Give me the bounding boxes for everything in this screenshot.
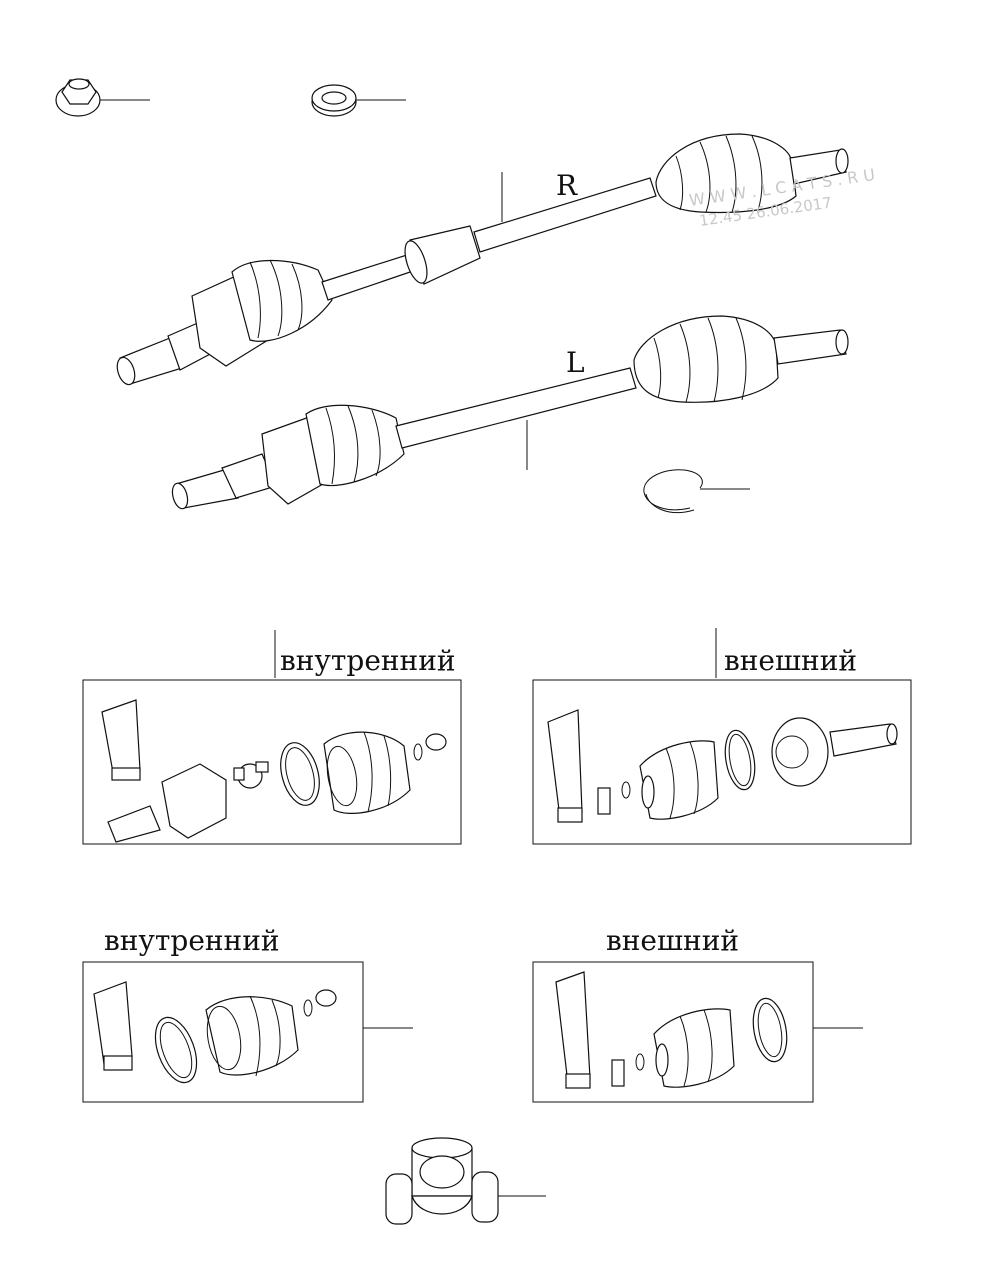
- kit-top-right-label: внешний: [724, 644, 857, 677]
- grease-tube: [101, 699, 141, 781]
- grease-tube: [547, 709, 583, 823]
- tripod-small: [233, 761, 269, 789]
- circlip: [643, 469, 750, 514]
- right-shaft-label: R: [556, 169, 578, 202]
- tripod-joint: [385, 1137, 546, 1225]
- left-drive-shaft: [171, 315, 849, 510]
- grease-tube: [93, 981, 133, 1071]
- hub-nut: [55, 78, 150, 117]
- right-drive-shaft: [116, 133, 849, 386]
- kit-bottom-left-label: внутренний: [104, 924, 280, 957]
- washer: [311, 84, 406, 117]
- inner-cv-joint-kit: внутренний: [82, 630, 462, 845]
- kit-top-left-label: внутренний: [280, 644, 456, 677]
- outer-cv-joint-kit: внешний: [532, 628, 912, 845]
- kit-bottom-right-label: внешний: [606, 924, 739, 957]
- grease-tube: [555, 971, 591, 1089]
- outer-boot-kit: внешний: [532, 924, 863, 1103]
- left-shaft-label: L: [566, 346, 585, 379]
- inner-boot-kit: внутренний: [82, 924, 413, 1103]
